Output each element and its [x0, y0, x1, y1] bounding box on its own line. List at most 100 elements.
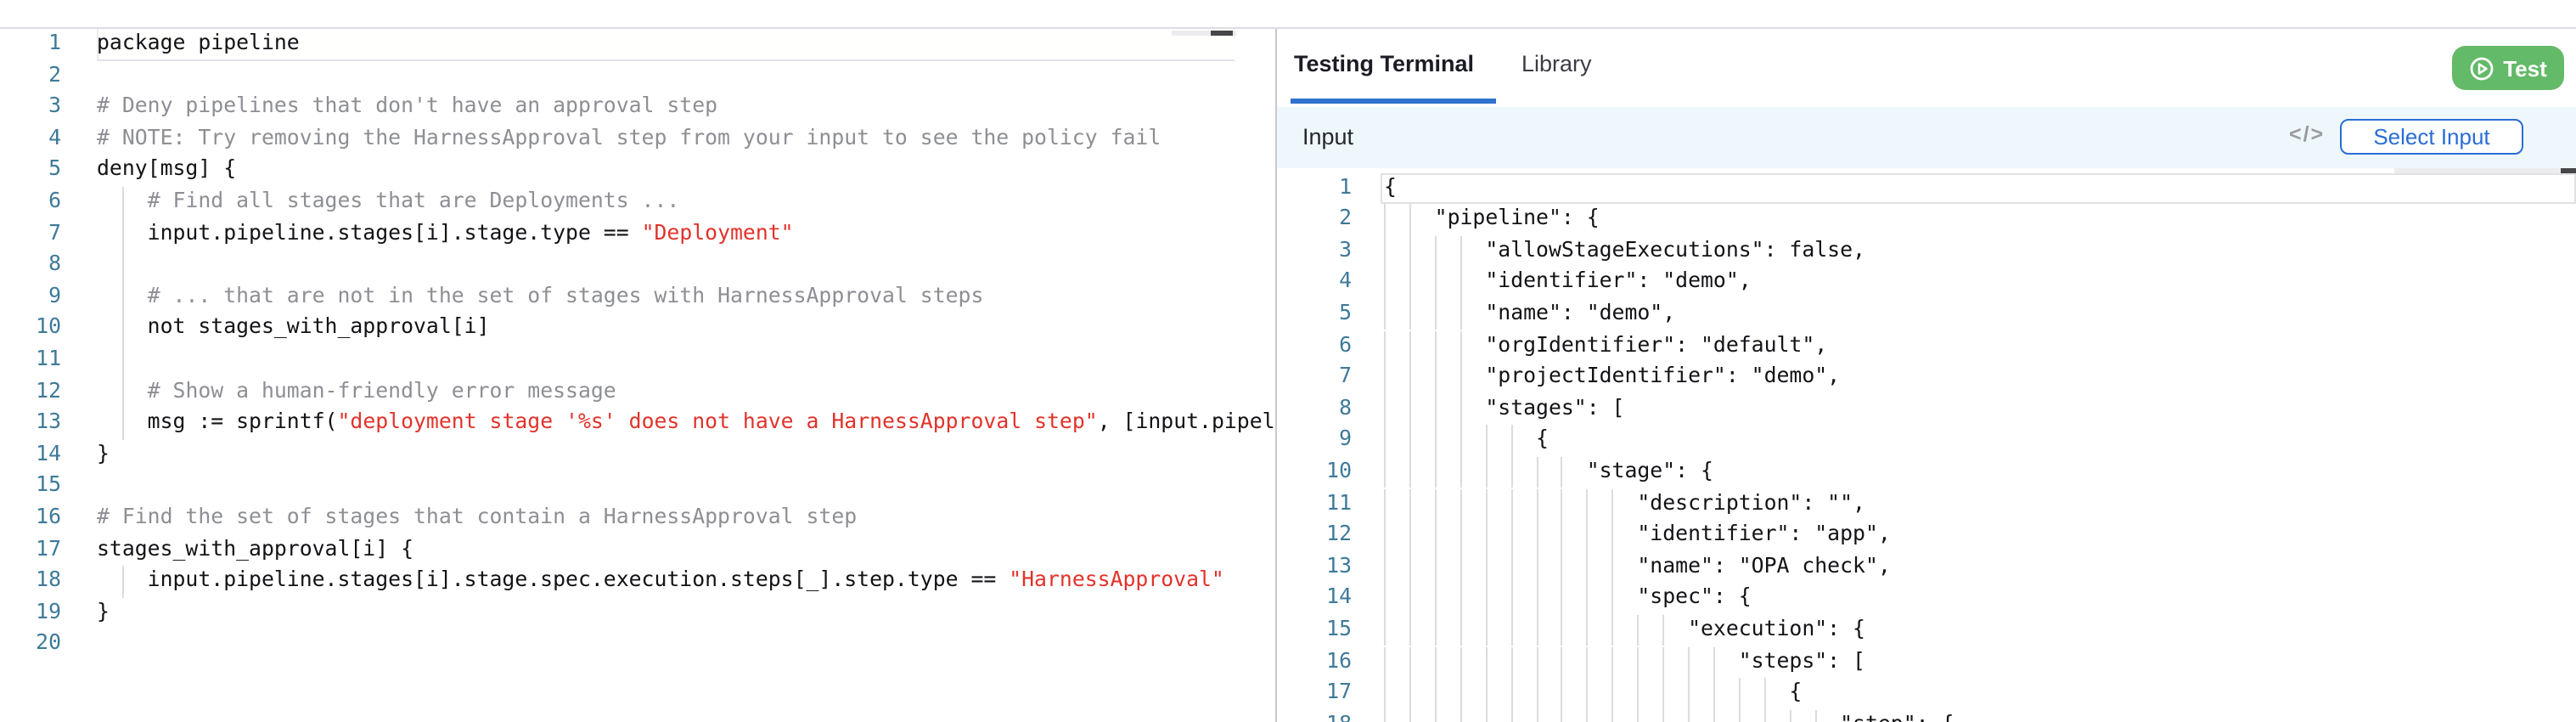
- indent-guide: [1409, 551, 1411, 584]
- code-line[interactable]: 14 "spec": {: [1277, 583, 2576, 615]
- tab-library[interactable]: Library: [1521, 51, 1592, 76]
- indent-guide: [1510, 551, 1513, 584]
- indent-guide: [1485, 678, 1488, 710]
- active-line-highlight: [97, 29, 1235, 61]
- code-line[interactable]: 7 "projectIdentifier": "demo",: [1277, 362, 2576, 394]
- code-line[interactable]: 11 "description": "",: [1277, 488, 2576, 521]
- code-line[interactable]: 3 "allowStageExecutions": false,: [1277, 235, 2576, 268]
- code-text: }: [97, 597, 110, 623]
- code-line[interactable]: 6 # Find all stages that are Deployments…: [0, 187, 1275, 219]
- line-number: 4: [1339, 267, 1352, 293]
- indent-guide: [1713, 709, 1715, 722]
- code-line[interactable]: 6 "orgIdentifier": "default",: [1277, 330, 2576, 363]
- indent-guide: [1485, 425, 1488, 457]
- indent-guide: [1688, 646, 1690, 679]
- active-line-highlight: [1381, 172, 2576, 205]
- code-text: input.pipeline.stages[i].stage.type == "…: [97, 218, 794, 251]
- code-line[interactable]: 9 # ... that are not in the set of stage…: [0, 281, 1275, 313]
- active-tab-underline: [1291, 99, 1496, 104]
- code-line[interactable]: 12 "identifier": "app",: [1277, 520, 2576, 552]
- indent-guide: [1536, 709, 1538, 722]
- test-button-label: Test: [2503, 55, 2547, 81]
- panel-divider[interactable]: [1275, 29, 1277, 722]
- code-line[interactable]: 4# NOTE: Try removing the HarnessApprova…: [0, 124, 1275, 155]
- line-number: 16: [36, 503, 61, 528]
- code-line[interactable]: 18 "step": {: [1277, 709, 2576, 722]
- indent-guide: [1586, 520, 1589, 552]
- indent-guide: [1586, 583, 1589, 615]
- indent-guide: [1384, 488, 1386, 521]
- code-line[interactable]: 2: [0, 60, 1275, 92]
- line-number: 13: [1326, 551, 1352, 578]
- indent-guide: [1434, 267, 1437, 299]
- indent-guide: [1536, 456, 1538, 488]
- indent-guide: [1662, 614, 1665, 646]
- code-line[interactable]: 15: [0, 471, 1275, 503]
- indent-guide: [1763, 678, 1766, 710]
- test-button[interactable]: Test: [2452, 46, 2564, 90]
- indent-guide: [1561, 709, 1563, 722]
- code-line[interactable]: 7 input.pipeline.stages[i].stage.type ==…: [0, 218, 1275, 251]
- code-line[interactable]: 15 "execution": {: [1277, 614, 2576, 646]
- code-line[interactable]: 1{: [1277, 172, 2576, 204]
- code-line[interactable]: 4 "identifier": "demo",: [1277, 267, 2576, 299]
- indent-guide: [1586, 614, 1589, 646]
- indent-guide: [1561, 646, 1563, 679]
- code-line[interactable]: 8 "stages": [: [1277, 393, 2576, 426]
- code-line[interactable]: 19}: [0, 598, 1275, 629]
- code-brackets-icon[interactable]: </>: [2289, 121, 2326, 145]
- code-text: {: [1384, 425, 1549, 457]
- line-number: 9: [1339, 425, 1352, 451]
- collapse-editor-icon[interactable]: [2561, 168, 2576, 173]
- line-number: 2: [1339, 204, 1352, 230]
- code-line[interactable]: 13 msg := sprintf("deployment stage '%s'…: [0, 408, 1275, 440]
- indent-guide: [1485, 520, 1488, 552]
- indent-guide: [1384, 614, 1386, 646]
- indent-guide: [1409, 520, 1411, 552]
- code-line[interactable]: 20: [0, 629, 1275, 661]
- code-line[interactable]: 10 not stages_with_approval[i]: [0, 313, 1275, 345]
- indent-guide: [1409, 393, 1411, 426]
- indent-guide: [1384, 393, 1386, 426]
- code-line[interactable]: 16# Find the set of stages that contain …: [0, 503, 1275, 534]
- line-number: 6: [48, 187, 61, 212]
- code-line[interactable]: 14}: [0, 440, 1275, 471]
- indent-guide: [1510, 709, 1513, 722]
- code-line[interactable]: 3# Deny pipelines that don't have an app…: [0, 92, 1275, 123]
- code-line[interactable]: 2 "pipeline": {: [1277, 204, 2576, 236]
- collapse-editor-icon[interactable]: [1211, 31, 1233, 36]
- code-line[interactable]: 5 "name": "demo",: [1277, 298, 2576, 330]
- indent-guide: [1384, 456, 1386, 488]
- indent-guide: [1384, 267, 1386, 299]
- code-line[interactable]: 18 input.pipeline.stages[i].stage.spec.e…: [0, 566, 1275, 598]
- indent-guide: [1460, 614, 1462, 646]
- code-line[interactable]: 11: [0, 345, 1275, 377]
- code-line[interactable]: 8: [0, 250, 1275, 282]
- indent-guide: [121, 218, 124, 251]
- indent-guide: [1561, 520, 1563, 552]
- indent-guide: [1688, 678, 1690, 710]
- indent-guide: [1460, 583, 1462, 615]
- code-line[interactable]: 10 "stage": {: [1277, 456, 2576, 488]
- code-text: }: [97, 439, 110, 465]
- input-json-editor[interactable]: 1{2 "pipeline": {3 "allowStageExecutions…: [1277, 168, 2576, 722]
- code-line[interactable]: 13 "name": "OPA check",: [1277, 551, 2576, 584]
- code-line[interactable]: 9 {: [1277, 425, 2576, 457]
- code-line[interactable]: 12 # Show a human-friendly error message: [0, 376, 1275, 409]
- code-line[interactable]: 16 "steps": [: [1277, 646, 2576, 679]
- indent-guide: [1409, 267, 1411, 299]
- indent-guide: [121, 376, 124, 409]
- indent-guide: [1384, 709, 1386, 722]
- select-input-button[interactable]: Select Input: [2340, 119, 2523, 155]
- indent-guide: [1409, 362, 1411, 394]
- tab-testing-terminal[interactable]: Testing Terminal: [1294, 51, 1475, 76]
- indent-guide: [1460, 488, 1462, 521]
- indent-guide: [1485, 709, 1488, 722]
- code-line[interactable]: 17 {: [1277, 678, 2576, 710]
- indent-guide: [1434, 456, 1437, 488]
- indent-guide: [1637, 678, 1640, 710]
